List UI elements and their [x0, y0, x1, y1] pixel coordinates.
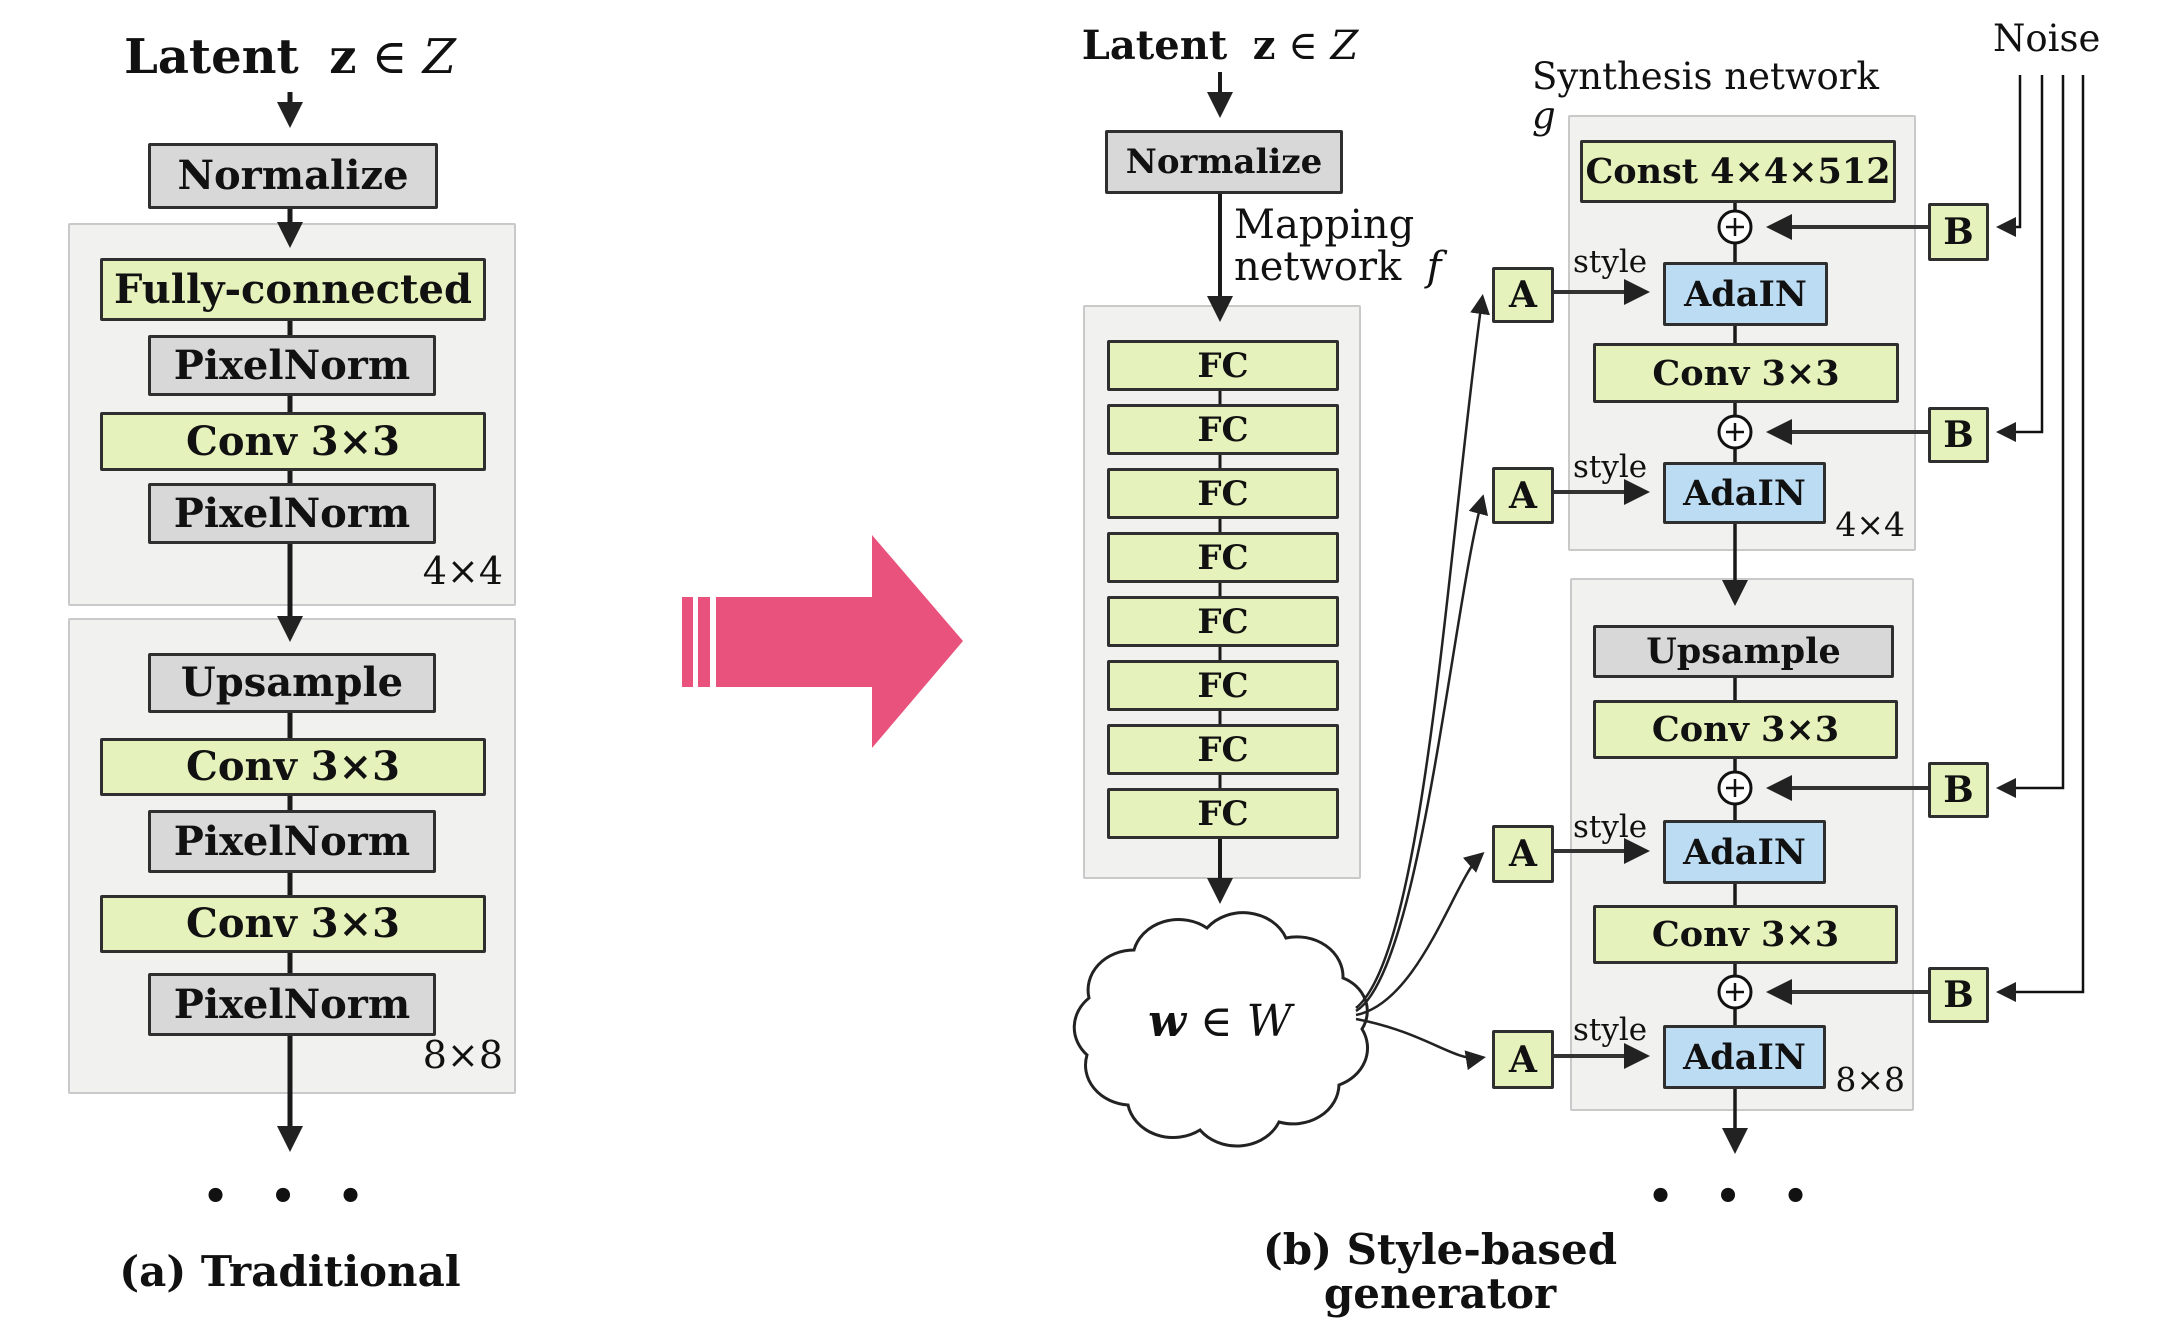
noise-label: Noise: [1993, 17, 2101, 60]
fc-box-1: FC: [1107, 340, 1339, 391]
latent-z-b: z: [1252, 22, 1276, 69]
conv3x3-box-a3: Conv 3×3: [100, 895, 486, 953]
adain-box-1: AdaIN: [1663, 262, 1828, 326]
pixelnorm-box-4: PixelNorm: [148, 973, 436, 1036]
upsample-box-b: Upsample: [1593, 625, 1894, 678]
B-box-4: B: [1928, 967, 1989, 1023]
fc-box-8: FC: [1107, 788, 1339, 839]
adain-box-4: AdaIN: [1663, 1025, 1826, 1089]
ellipsis-a: • • •: [202, 1173, 378, 1220]
mapping-word-2: network: [1234, 244, 1402, 290]
pink-transform-arrow: [682, 535, 963, 748]
A-box-2: A: [1492, 467, 1554, 524]
element-of-a: ∈: [371, 28, 408, 85]
A-box-4: A: [1492, 1030, 1554, 1089]
fully-connected-box: Fully-connected: [100, 258, 486, 321]
A-box-1: A: [1492, 267, 1554, 323]
caption-a: (a) Traditional: [119, 1246, 461, 1296]
w-symbol: w: [1148, 996, 1187, 1048]
synthesis-network-title: Synthesis network g: [1532, 55, 1912, 137]
mapping-f: f: [1426, 244, 1442, 290]
B-to-plus-arrows: [1766, 214, 1928, 1005]
pixelnorm-box-2: PixelNorm: [148, 483, 436, 544]
conv3x3-box-b2: Conv 3×3: [1593, 700, 1898, 759]
w-space: W: [1246, 996, 1292, 1048]
latent-space-a: Z: [422, 28, 456, 85]
latent-space-b: Z: [1330, 23, 1359, 69]
B-box-1: B: [1928, 203, 1989, 261]
noise-add-plus-nodes: [1717, 209, 1753, 1010]
caption-b: (b) Style-based generator: [1262, 1224, 1618, 1318]
style-label-4: style: [1573, 1012, 1648, 1048]
w-element-of: ∈: [1200, 996, 1233, 1048]
latent-w-cloud: [1072, 911, 1370, 1148]
pixelnorm-box-1: PixelNorm: [148, 335, 436, 396]
pixelnorm-box-3: PixelNorm: [148, 810, 436, 873]
A-box-3: A: [1492, 825, 1554, 883]
normalize-box-a: Normalize: [148, 143, 438, 209]
noise-feed-lines: [1996, 75, 2085, 1002]
style-label-1: style: [1573, 244, 1648, 280]
conv3x3-box-a2: Conv 3×3: [100, 738, 486, 796]
const-box: Const 4×4×512: [1580, 140, 1896, 203]
adain-box-2: AdaIN: [1663, 462, 1826, 524]
resolution-label-a-8x8: 8×8: [422, 1033, 503, 1077]
B-box-3: B: [1928, 762, 1989, 818]
upsample-box-a: Upsample: [148, 653, 436, 713]
fc-box-3: FC: [1107, 468, 1339, 519]
synthesis-g: g: [1532, 93, 1556, 137]
fc-box-6: FC: [1107, 660, 1339, 711]
latent-word-a: Latent: [124, 28, 299, 85]
resolution-label-b-4x4: 4×4: [1835, 505, 1905, 544]
element-of-b: ∈: [1288, 23, 1318, 69]
style-label-3: style: [1573, 809, 1648, 845]
synthesis-title-text: Synthesis network: [1532, 55, 1879, 98]
w-latent-label: w ∈ W: [1110, 995, 1330, 1050]
style-label-2: style: [1573, 449, 1648, 485]
normalize-box-b: Normalize: [1105, 130, 1343, 194]
mapping-word-1: Mapping: [1234, 202, 1415, 248]
w-to-A-style-curves: [1355, 294, 1490, 1071]
conv3x3-box-b1: Conv 3×3: [1593, 343, 1899, 403]
adain-box-3: AdaIN: [1663, 820, 1826, 884]
latent-z-a: z: [329, 28, 357, 85]
latent-word-b: Latent: [1081, 22, 1228, 69]
latent-z-label-b: Latent z ∈ Z: [1063, 20, 1377, 72]
B-box-2: B: [1928, 407, 1989, 463]
fc-box-7: FC: [1107, 724, 1339, 775]
conv3x3-box-a1: Conv 3×3: [100, 412, 486, 471]
resolution-label-b-8x8: 8×8: [1835, 1060, 1905, 1099]
A-to-adain-arrows: [1552, 279, 1650, 1069]
mapping-network-label: Mapping network f: [1234, 204, 1474, 288]
latent-z-label-a: Latent z ∈ Z: [95, 26, 485, 88]
fc-box-4: FC: [1107, 532, 1339, 583]
conv3x3-box-b3: Conv 3×3: [1593, 905, 1898, 964]
fc-box-5: FC: [1107, 596, 1339, 647]
resolution-label-a-4x4: 4×4: [422, 549, 503, 593]
fc-box-2: FC: [1107, 404, 1339, 455]
ellipsis-b: • • •: [1647, 1173, 1823, 1220]
